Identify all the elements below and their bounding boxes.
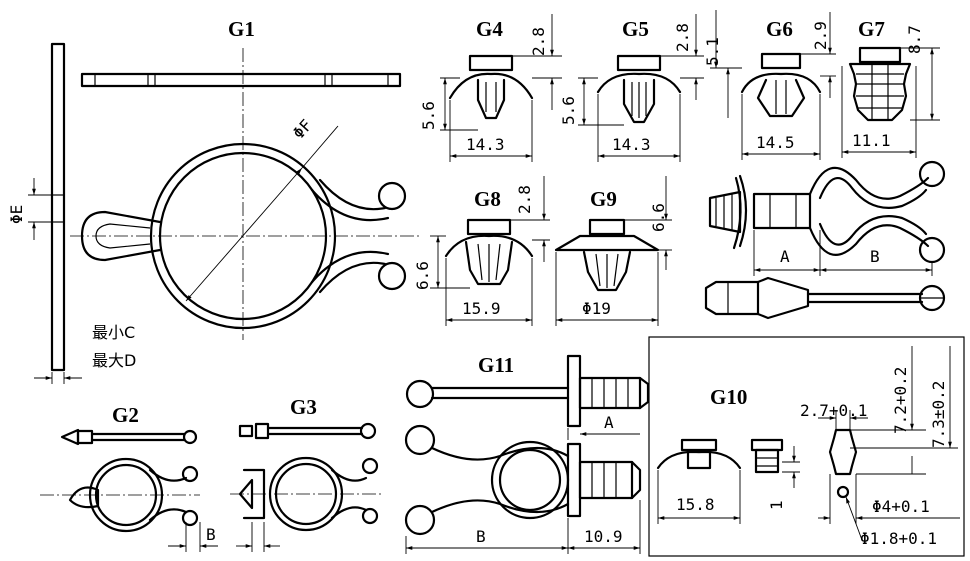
g8-drawing: G8 6.6 2.8 15.9 — [413, 176, 550, 326]
ab-assembly-drawing: A B — [704, 160, 946, 320]
g1-strip-side — [50, 42, 66, 372]
g1-drawing: G1 ΦF ΦE — [7, 17, 420, 384]
g10-dim-7-2: 7.2+0.2 — [891, 367, 910, 434]
g4-label: G4 — [476, 17, 503, 41]
g11-drawing: G11 A B 10.9 — [404, 353, 650, 554]
g7-label: G7 — [858, 17, 885, 41]
g10-dim-phi1-8: Φ1.8+0.1 — [860, 529, 937, 548]
g6-width-dim: 14.5 — [756, 133, 795, 152]
g6-label: G6 — [766, 17, 793, 41]
g10-drawing: G10 15.8 1 2.7+0.1 7.2+0.2 7.3±0.2 — [648, 336, 965, 557]
g1-hook-bottom-ball — [377, 261, 407, 291]
g4-drawing: G4 5.6 2.8 14.3 — [419, 14, 562, 162]
g1-label: G1 — [228, 17, 255, 41]
g10-label: G10 — [710, 385, 747, 409]
ab-dim-b: B — [870, 247, 880, 266]
g10-width-dim: 15.8 — [676, 495, 715, 514]
g9-drawing: G9 6.6 Φ19 — [554, 176, 672, 326]
g9-width-dim: Φ19 — [582, 299, 611, 318]
g11-width-dim: 10.9 — [584, 527, 623, 546]
g11-b-dim: B — [476, 527, 486, 546]
ab-ball-bottom — [918, 236, 946, 264]
g5-width-dim: 14.3 — [612, 135, 651, 154]
g3-label: G3 — [290, 395, 317, 419]
g1-min-c: 最小C — [92, 323, 135, 342]
g7-top-dim: 8.7 — [905, 25, 924, 54]
g10-dim-7-3: 7.3±0.2 — [929, 381, 948, 448]
g8-side-dim: 6.6 — [413, 261, 432, 290]
g9-label: G9 — [590, 187, 617, 211]
g4-top-dim: 2.8 — [529, 27, 548, 56]
g10-one-dim: 1 — [767, 500, 786, 510]
g6-top-dim: 2.9 — [811, 21, 830, 50]
ab-ball-top — [918, 160, 946, 188]
g8-width-dim: 15.9 — [462, 299, 501, 318]
g5-label: G5 — [622, 17, 649, 41]
ab-dim-a: A — [780, 247, 790, 266]
g10-dim-2-7: 2.7+0.1 — [800, 401, 867, 420]
g1-strip-top — [80, 72, 402, 88]
g2-drawing: G2 B — [40, 403, 218, 552]
g5-top-dim: 2.8 — [673, 23, 692, 52]
g1-hook-top-ball — [377, 181, 407, 211]
g2-b-dim: B — [206, 525, 216, 544]
g1-phiE: ΦE — [7, 205, 26, 224]
g11-a-dim: A — [604, 413, 614, 432]
g7-drawing: G7 8.7 11.1 — [841, 17, 940, 158]
g10-frame — [648, 336, 965, 557]
g10-dim-phi4: Φ4+0.1 — [872, 497, 930, 516]
g1-max-d: 最大D — [92, 351, 136, 370]
g2-label: G2 — [112, 403, 139, 427]
g1-phiF: ΦF — [289, 116, 316, 143]
g5-drawing: G5 5.6 2.8 14.3 — [559, 14, 704, 162]
g5-side-dim: 5.6 — [559, 96, 578, 125]
g4-side-dim: 5.6 — [419, 101, 438, 130]
g3-drawing: G3 — [230, 395, 384, 552]
g11-label: G11 — [478, 353, 514, 377]
g7-width-dim: 11.1 — [852, 131, 891, 150]
g6-side-dim: 5.1 — [703, 37, 722, 66]
g4-width-dim: 14.3 — [466, 135, 505, 154]
g1-tongue — [80, 210, 162, 262]
g8-top-dim: 2.8 — [515, 185, 534, 214]
g9-top-dim: 6.6 — [649, 203, 668, 232]
g8-label: G8 — [474, 187, 501, 211]
g6-drawing: G6 5.1 2.9 14.5 — [703, 10, 836, 160]
